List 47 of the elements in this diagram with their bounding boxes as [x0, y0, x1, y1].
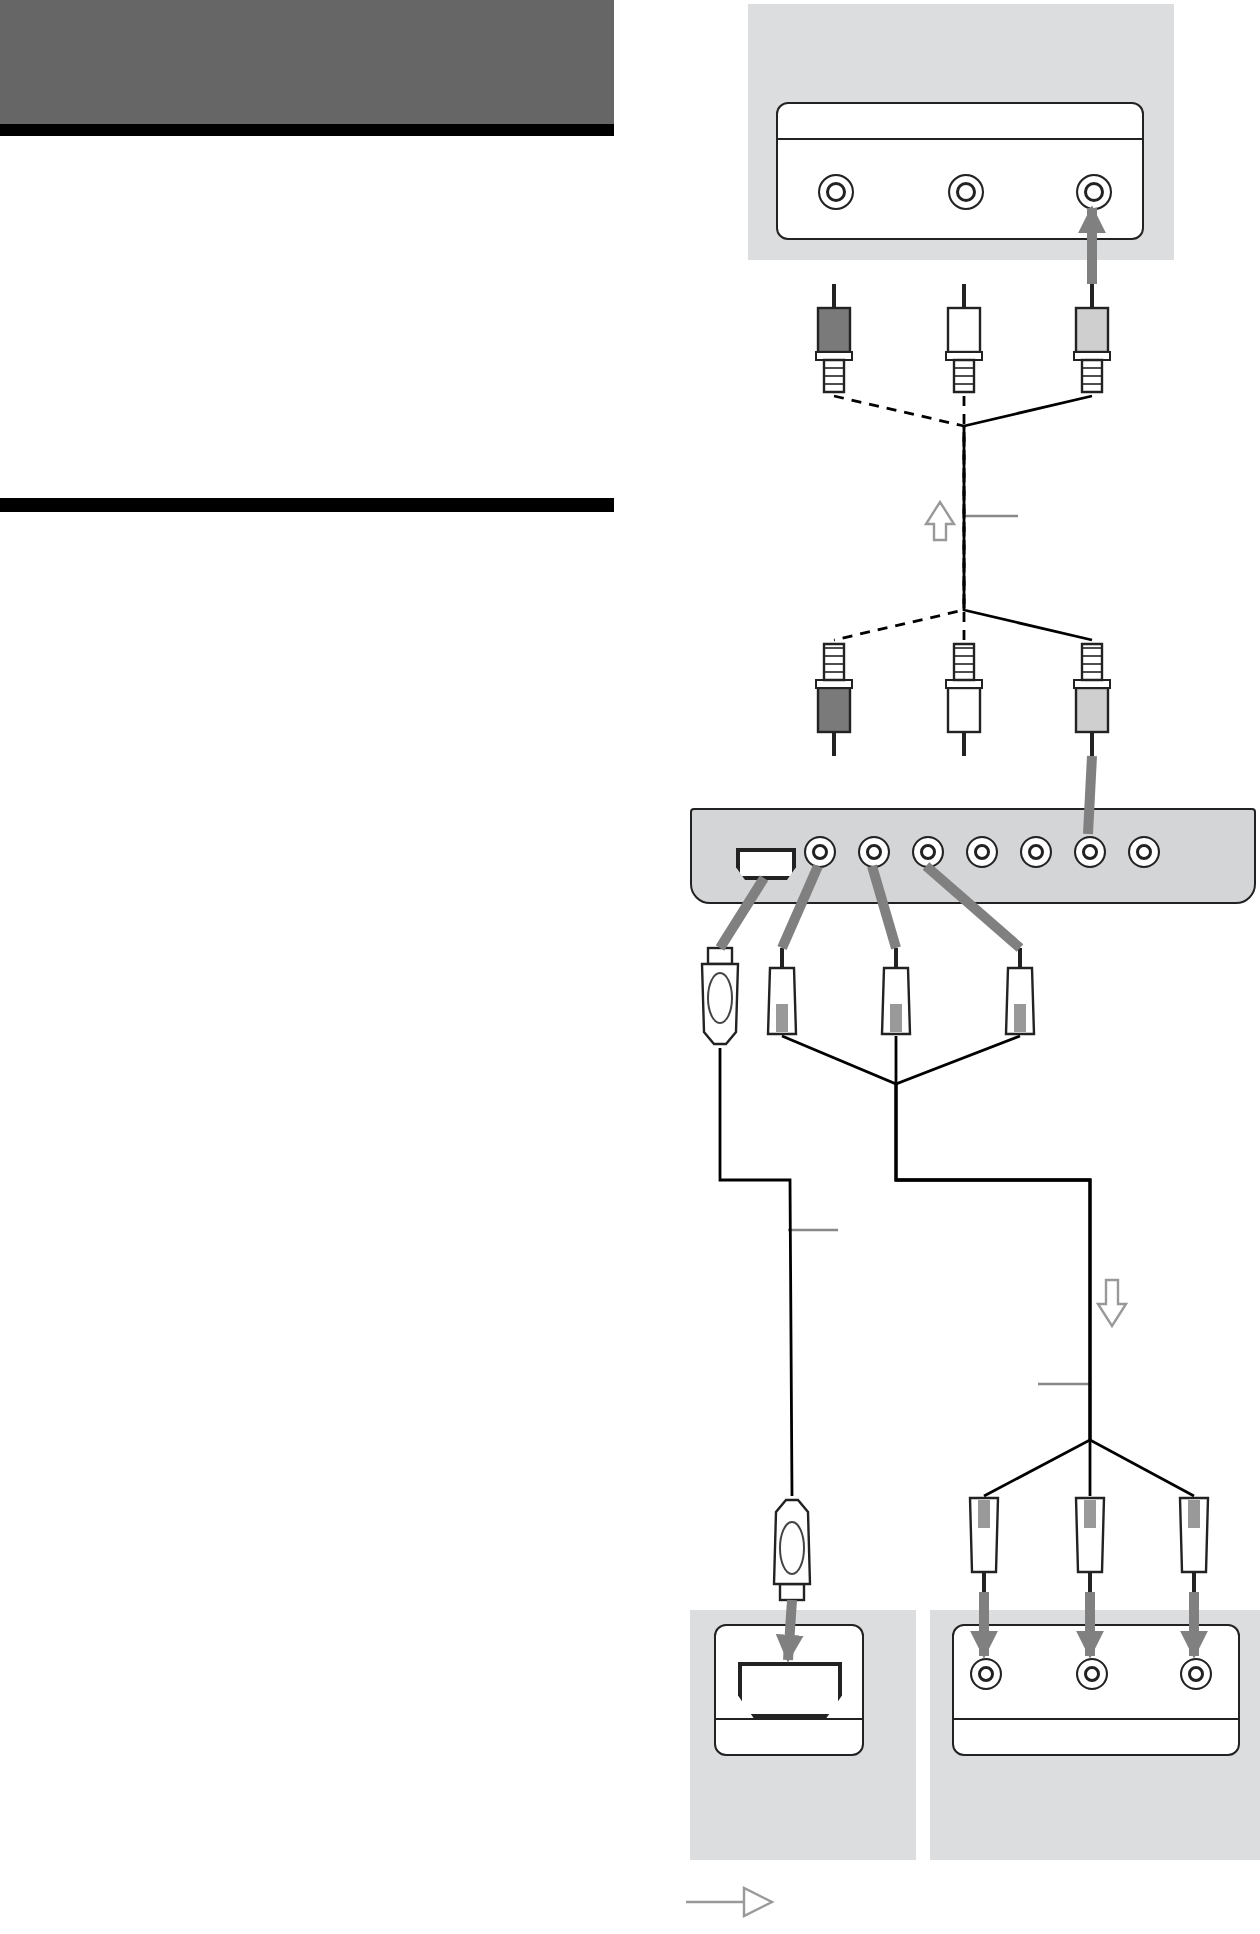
rca-plug	[1072, 1496, 1108, 1592]
rca-plug	[966, 1496, 1002, 1592]
connection-arrow	[1076, 1592, 1104, 1659]
rca-plug	[1002, 948, 1038, 1036]
connection-arrow	[1078, 205, 1106, 284]
jack	[818, 174, 854, 210]
rca-plug	[816, 640, 852, 756]
jack	[912, 836, 944, 868]
cable-line	[894, 1034, 1195, 1498]
hdmi-port	[736, 848, 796, 880]
jack	[1128, 836, 1160, 868]
hdmi-plug	[770, 1496, 814, 1600]
connection-arrow	[1180, 1592, 1208, 1659]
jack	[966, 836, 998, 868]
jack	[1076, 174, 1112, 210]
device-panel	[690, 1610, 916, 1860]
rca-plug	[878, 948, 914, 1036]
jack	[858, 836, 890, 868]
rca-plug	[946, 284, 982, 396]
cable-line	[962, 396, 966, 640]
rca-plug	[764, 948, 800, 1036]
connection-arrow	[970, 1592, 998, 1659]
cable-line	[833, 394, 966, 642]
jack	[948, 174, 984, 210]
jack-panel	[776, 102, 1144, 240]
jack	[1020, 836, 1052, 868]
rca-plug	[1074, 284, 1110, 396]
rca-plug	[1176, 1496, 1212, 1592]
player-rear-panel	[690, 808, 1256, 904]
jack	[1076, 1658, 1108, 1690]
hdmi-port	[738, 1662, 842, 1718]
jack	[1180, 1658, 1212, 1690]
cable-line	[962, 394, 1093, 642]
hdmi-plug	[698, 948, 742, 1048]
cable-line	[718, 1048, 794, 1496]
rca-plug	[816, 284, 852, 396]
rca-plug	[946, 640, 982, 756]
cable-line	[894, 1036, 1092, 1496]
device-panel	[748, 4, 1174, 260]
jack-panel	[714, 1624, 864, 1756]
jack	[1074, 836, 1106, 868]
rca-plug	[1074, 640, 1110, 756]
jack	[970, 1658, 1002, 1690]
jack	[804, 836, 836, 868]
device-panel	[930, 1610, 1260, 1860]
jack-panel	[952, 1624, 1240, 1756]
cable-line	[781, 1034, 1092, 1498]
